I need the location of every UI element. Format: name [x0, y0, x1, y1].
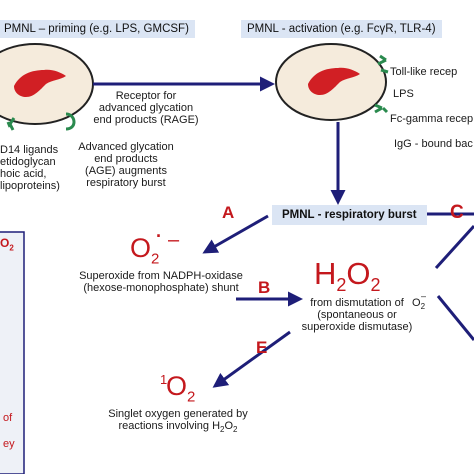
- left-panel-o-sub: 2: [9, 243, 14, 253]
- cd14-line-4: lipoproteins): [0, 180, 60, 192]
- superoxide-o: O: [130, 233, 152, 263]
- rage-line-3: end products (RAGE): [93, 114, 199, 126]
- singlet-line-2-text: reactions involving H: [118, 420, 221, 432]
- rage-line-2: advanced glycation: [98, 102, 194, 114]
- cd14-label: D14 ligands etidoglycan hoic acid, lipop…: [0, 144, 74, 192]
- fc-gamma-label: Fc-gamma recep: [390, 113, 474, 125]
- singlet-line-2: reactions involving H2O2: [98, 420, 258, 436]
- activation-box-suffix: R, TLR-4): [385, 23, 436, 35]
- left-panel-o: O: [0, 236, 10, 250]
- age-line-2: end products: [94, 153, 158, 165]
- age-line-1: Advanced glycation: [78, 141, 174, 153]
- left-receptor-cd14: [6, 117, 16, 131]
- left-panel-frag-2: ey: [3, 438, 15, 450]
- left-panel-o2: O2: [0, 236, 14, 252]
- age-line-4: respiratory burst: [86, 177, 166, 189]
- h2o2-sub-a: 2: [336, 275, 347, 296]
- activation-box: PMNL - activation (e.g. FcγR, TLR-4): [241, 20, 442, 38]
- letter-e: E: [256, 338, 268, 357]
- right-receptor-tlr: [377, 54, 389, 74]
- dismutation-line-3: superoxide dismutase): [301, 321, 413, 333]
- dismutation-o2-symbol: O2–: [412, 291, 426, 313]
- singlet-mark: 1: [160, 372, 168, 387]
- cd14-line-3: hoic acid,: [0, 168, 47, 180]
- singlet-o: O: [166, 371, 188, 401]
- right-cell-nucleus: [308, 67, 360, 95]
- singlet-line-2-tail: O: [224, 420, 234, 432]
- dismutation-line-2: (spontaneous or: [317, 309, 397, 321]
- dismutation-line-1: from dismutation of: [310, 297, 404, 309]
- rage-label: Receptor for advanced glycation end prod…: [88, 90, 204, 126]
- left-cell-nucleus: [14, 69, 66, 97]
- lps-label: LPS: [393, 88, 414, 100]
- left-panel-frag-1: of: [3, 412, 13, 424]
- cd14-line-1: D14 ligands: [0, 144, 59, 156]
- arrow-e: [212, 330, 291, 388]
- tlr-label: Toll-like recep: [390, 66, 458, 78]
- h2o2-symbol: H2O2: [314, 258, 381, 301]
- respiratory-burst-box: PMNL - respiratory burst: [272, 205, 427, 225]
- letter-a: A: [222, 203, 235, 222]
- superoxide-symbol: O2–·: [130, 226, 179, 273]
- superoxide-sub: 2: [151, 250, 160, 268]
- activation-box-prefix: PMNL - activation (e.g. Fc: [247, 23, 380, 35]
- left-panel: [0, 231, 25, 474]
- superoxide-minus: –: [168, 229, 180, 251]
- singlet-line-1: Singlet oxygen generated by: [108, 408, 248, 420]
- igg-label: IgG - bound bac: [394, 138, 473, 150]
- singlet-line-2-sub: 2: [220, 425, 225, 435]
- arrow-d: [436, 295, 474, 341]
- cd14-line-2: etidoglycan: [0, 156, 56, 168]
- dismutation-o-sub: 2: [420, 302, 426, 312]
- h2o2-o: O: [346, 256, 371, 291]
- left-receptor-rage: [65, 112, 76, 131]
- activation-box-gamma: γ: [379, 23, 386, 35]
- priming-box: PMNL – priming (e.g. LPS, GMCSF): [0, 20, 195, 38]
- rage-line-1: Receptor for: [115, 90, 177, 102]
- right-receptor-fc: [374, 103, 389, 114]
- arrow-a: [202, 214, 269, 254]
- age-label: Advanced glycation end products (AGE) au…: [74, 141, 178, 189]
- singlet-sub: 2: [187, 388, 196, 406]
- h2o2-h: H: [314, 256, 337, 291]
- singlet-line-2-sub2: 2: [233, 425, 238, 435]
- letter-b: B: [258, 278, 271, 297]
- superoxide-line-1: Superoxide from NADPH-oxidase: [79, 270, 243, 282]
- dismutation-minus: –: [421, 291, 427, 301]
- arrow-c-diagonal: [434, 224, 474, 270]
- singlet-label: Singlet oxygen generated by reactions in…: [98, 408, 258, 436]
- dismutation-o: O: [412, 297, 421, 309]
- letter-c: C: [450, 202, 464, 223]
- dismutation-label: from dismutation of (spontaneous or supe…: [298, 297, 416, 333]
- superoxide-label: Superoxide from NADPH-oxidase (hexose-mo…: [66, 270, 256, 294]
- superoxide-line-2: (hexose-monophosphate) shunt: [83, 282, 239, 294]
- age-line-3: (AGE) augments: [85, 165, 167, 177]
- superoxide-dot: ·: [156, 226, 162, 246]
- h2o2-sub-b: 2: [370, 275, 381, 296]
- left-cell: [0, 43, 94, 125]
